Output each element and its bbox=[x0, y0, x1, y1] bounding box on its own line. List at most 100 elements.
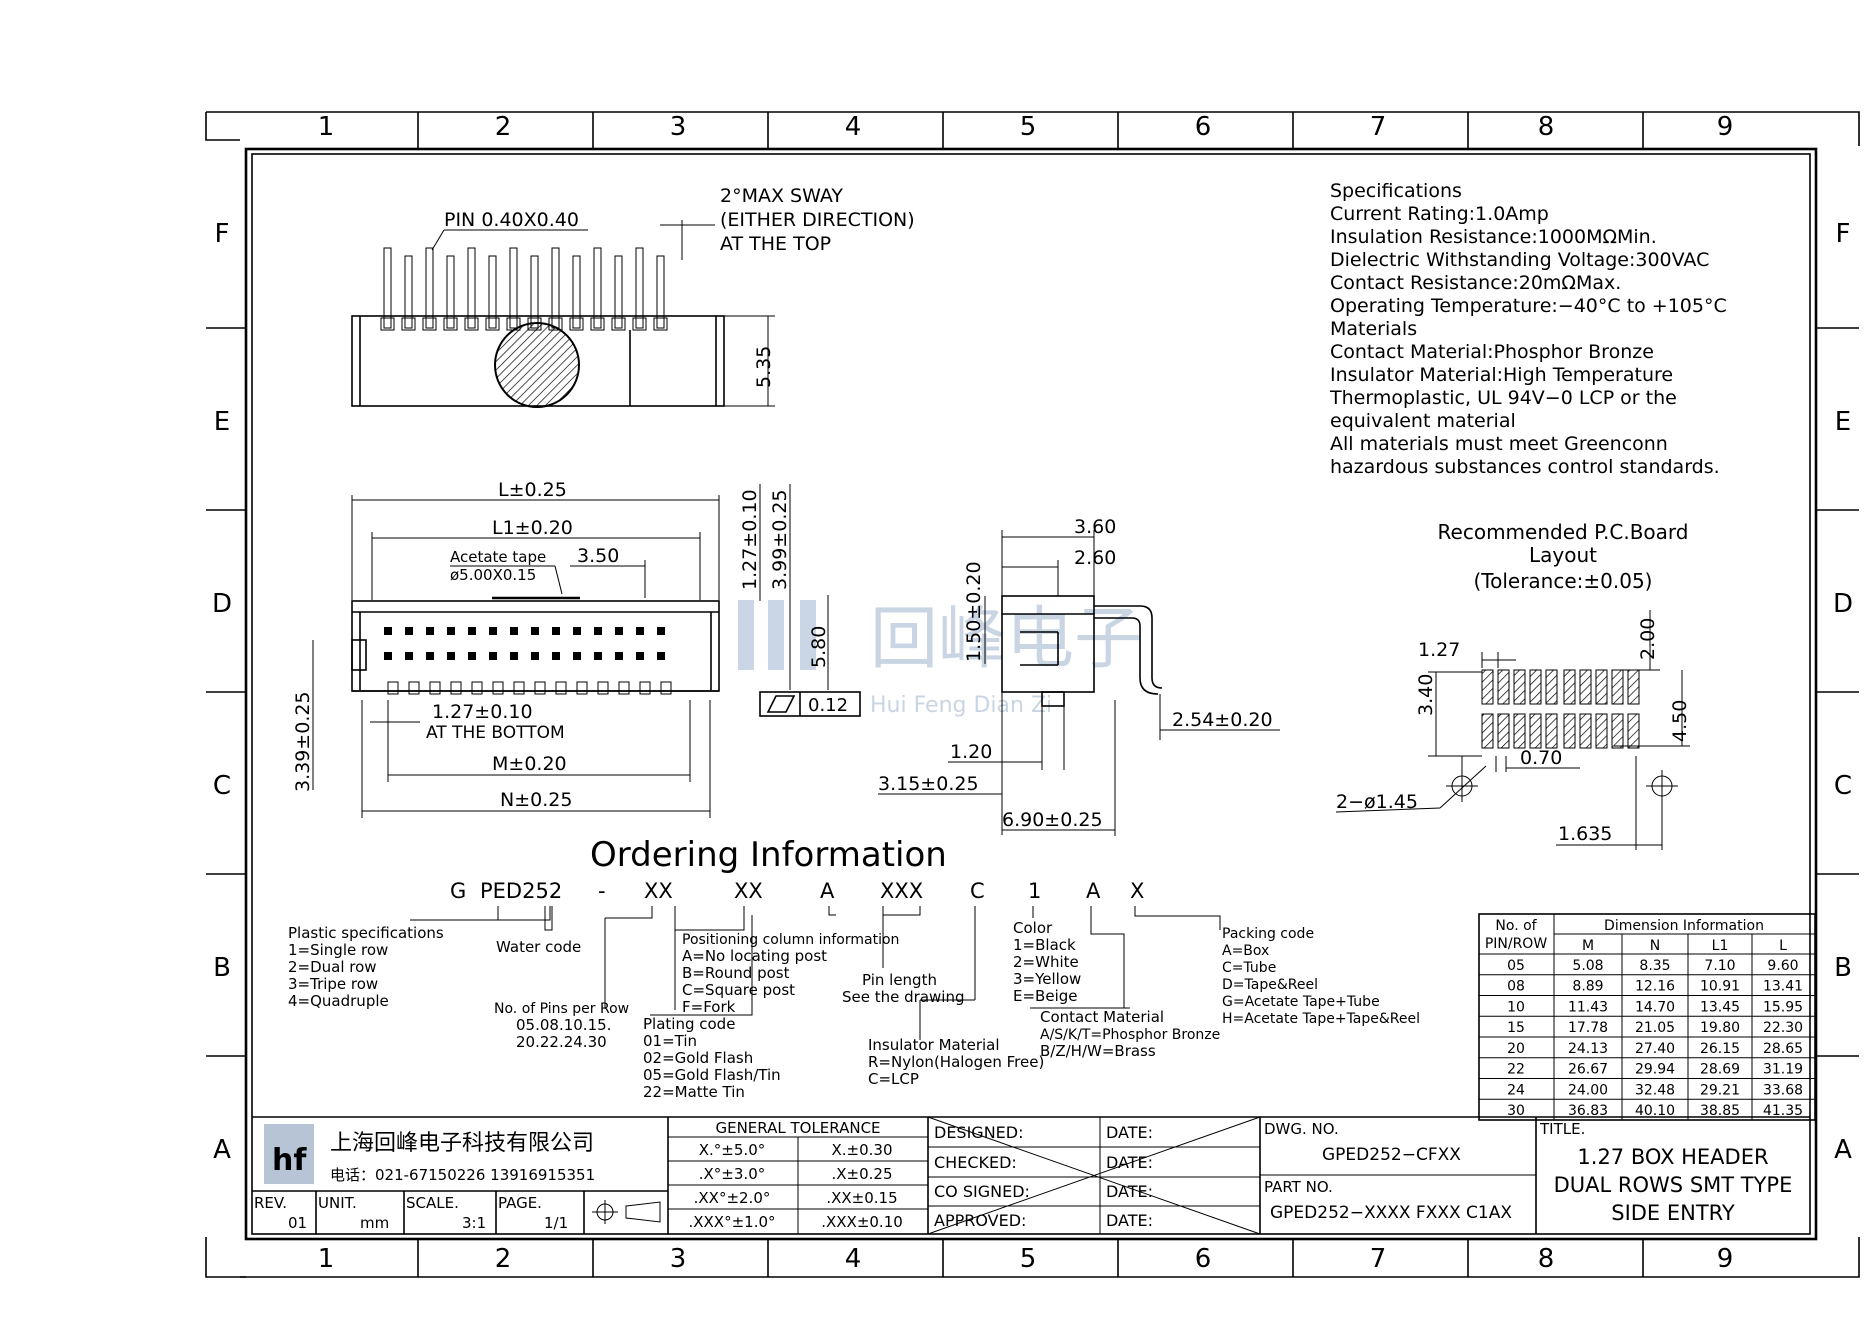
table-cell: 41.35 bbox=[1763, 1103, 1803, 1119]
dimension-table: No. of PIN/ROW Dimension Information M N… bbox=[1478, 913, 1816, 1121]
contact-hole bbox=[426, 652, 434, 660]
specifications: Specifications Current Rating:1.0Amp Ins… bbox=[1329, 180, 1727, 478]
plating: 02=Gold Flash bbox=[643, 1049, 753, 1067]
company-name: 上海回峰电子科技有限公司 bbox=[330, 1131, 594, 1156]
bottom-pin-foot bbox=[513, 681, 525, 695]
table-cell: 28.65 bbox=[1763, 1041, 1803, 1057]
height-dim: 5.35 bbox=[753, 346, 775, 388]
pcb-pad bbox=[1529, 669, 1542, 705]
top-view-pin bbox=[590, 247, 605, 331]
col-label-top: 5 bbox=[1020, 112, 1037, 142]
sign-row-label: CHECKED: bbox=[934, 1153, 1017, 1172]
table-cell: 24 bbox=[1507, 1082, 1525, 1098]
drawing-title: DUAL ROWS SMT TYPE bbox=[1554, 1173, 1793, 1197]
packing: C=Tube bbox=[1222, 960, 1276, 976]
color: 2=White bbox=[1013, 953, 1079, 971]
insulator: Insulator Material bbox=[868, 1036, 1000, 1054]
top-view-pin bbox=[506, 247, 521, 331]
top-view-pin bbox=[653, 255, 668, 331]
row-label-left: A bbox=[213, 1135, 231, 1165]
pcb-pad bbox=[1497, 713, 1510, 749]
dim-pcb-200: 2.00 bbox=[1637, 618, 1659, 660]
contact-hole bbox=[636, 652, 644, 660]
table-cell: 15.95 bbox=[1763, 999, 1803, 1015]
sign-row-label: CO SIGNED: bbox=[934, 1182, 1030, 1201]
dim-pcb-1635: 1.635 bbox=[1558, 823, 1612, 845]
table-cell: 7.10 bbox=[1704, 958, 1735, 974]
spec-line: Insulator Material:High Temperature bbox=[1330, 364, 1673, 386]
code-part: XXX bbox=[880, 879, 923, 903]
pcb-pad bbox=[1563, 713, 1576, 749]
table-cell: 8.35 bbox=[1639, 958, 1670, 974]
table-cell: 21.05 bbox=[1635, 1020, 1675, 1036]
dim-pcb-070: 0.70 bbox=[1520, 747, 1562, 769]
date-label: DATE: bbox=[1106, 1153, 1153, 1172]
tape-size: ø5.00X0.15 bbox=[450, 566, 536, 584]
pcb-pad bbox=[1595, 669, 1608, 705]
positioning: A=No locating post bbox=[682, 947, 827, 965]
table-cell: 36.83 bbox=[1568, 1103, 1608, 1119]
projection-symbol-icon bbox=[592, 1200, 661, 1224]
col-label-bottom: 2 bbox=[495, 1244, 512, 1274]
col-label-bottom: 7 bbox=[1370, 1244, 1387, 1274]
table-cell: 13.45 bbox=[1700, 999, 1740, 1015]
top-view-pin bbox=[548, 247, 563, 331]
col-label-top: 2 bbox=[495, 112, 512, 142]
tolerance-cell: X.°±5.0° bbox=[699, 1141, 765, 1159]
table-group-header: Dimension Information bbox=[1604, 918, 1764, 934]
pcb-pad bbox=[1481, 713, 1494, 749]
title-label: TITLE. bbox=[1539, 1120, 1585, 1138]
tolerance-cell: .XXX±0.10 bbox=[821, 1213, 903, 1231]
bottom-pin-foot bbox=[555, 681, 567, 695]
contact-hole bbox=[657, 627, 665, 635]
scale-value: 3:1 bbox=[462, 1214, 486, 1232]
sway-line2: (EITHER DIRECTION) bbox=[720, 209, 915, 231]
part-number: GPED252−XXXX FXXX C1AX bbox=[1270, 1203, 1512, 1223]
dim-127-v: 1.27±0.10 bbox=[739, 489, 761, 590]
drawing-title: SIDE ENTRY bbox=[1611, 1201, 1735, 1225]
code-part: XX bbox=[644, 879, 673, 903]
table-cell: 15 bbox=[1507, 1020, 1525, 1036]
tolerance-cell: X.±0.30 bbox=[831, 1141, 892, 1159]
top-view-pin bbox=[422, 247, 437, 331]
pcb-pad bbox=[1611, 713, 1624, 749]
drawing-title: 1.27 BOX HEADER bbox=[1577, 1145, 1768, 1169]
pins-per-row: No. of Pins per Row bbox=[494, 1001, 629, 1017]
contact-hole bbox=[447, 652, 455, 660]
sway-line1: 2°MAX SWAY bbox=[720, 185, 843, 207]
plating: Plating code bbox=[643, 1015, 735, 1033]
row-label-right: E bbox=[1835, 407, 1851, 437]
pin-length: See the drawing bbox=[842, 988, 964, 1006]
table-cell: 24.13 bbox=[1568, 1041, 1608, 1057]
contact-hole bbox=[510, 627, 518, 635]
dim-260: 2.60 bbox=[1074, 547, 1116, 569]
tolerance-title: GENERAL TOLERANCE bbox=[715, 1119, 880, 1137]
code-part: A bbox=[820, 879, 835, 903]
dim-580: 5.80 bbox=[808, 626, 830, 668]
title-block: hf 上海回峰电子科技有限公司 电话：021-67150226 13916915… bbox=[252, 1116, 1810, 1235]
water-code: Water code bbox=[496, 938, 581, 956]
contact-material: A/S/K/T=Phosphor Bronze bbox=[1040, 1027, 1220, 1043]
color: Color bbox=[1013, 919, 1053, 937]
packing: H=Acetate Tape+Tape&Reel bbox=[1222, 1011, 1420, 1027]
date-label: DATE: bbox=[1106, 1211, 1153, 1230]
positioning: Positioning column information bbox=[682, 932, 899, 948]
side-view: 3.60 2.60 1.50±0.20 2.54±0.20 1.20 3.15±… bbox=[878, 516, 1280, 836]
row-label-right: B bbox=[1834, 953, 1852, 983]
spec-line: Current Rating:1.0Amp bbox=[1330, 203, 1549, 225]
dim-pitch: 1.27±0.10 bbox=[432, 701, 533, 723]
contact-hole bbox=[405, 652, 413, 660]
row-label-left: F bbox=[215, 219, 230, 249]
unit-value: mm bbox=[360, 1214, 389, 1232]
bottom-pin-foot bbox=[450, 681, 462, 695]
ordering-title: Ordering Information bbox=[590, 835, 947, 875]
col-label-top: 3 bbox=[670, 112, 687, 142]
scale-label: SCALE. bbox=[406, 1194, 459, 1212]
table-cell: 28.69 bbox=[1700, 1062, 1740, 1078]
bottom-pin-foot bbox=[618, 681, 630, 695]
table-cell: 10.91 bbox=[1700, 979, 1740, 995]
col-label-top: 1 bbox=[318, 112, 335, 142]
contact-hole bbox=[552, 627, 560, 635]
top-view-pin bbox=[527, 255, 542, 331]
pcb-pad bbox=[1481, 669, 1494, 705]
